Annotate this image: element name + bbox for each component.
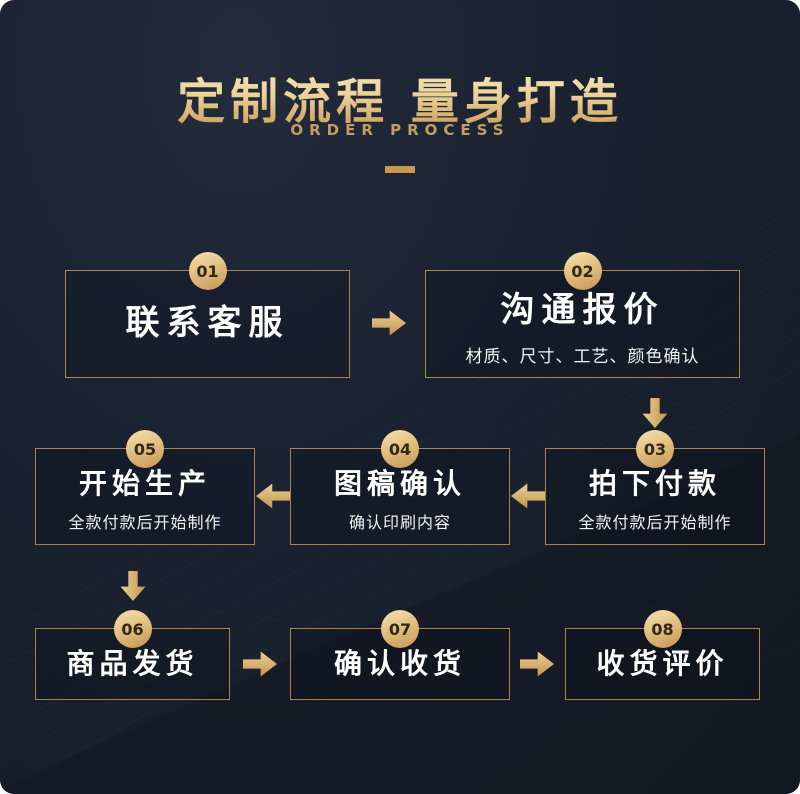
arrow-right-icon — [520, 651, 554, 677]
step-title: 沟通报价 — [500, 289, 665, 330]
arrow-right-icon — [372, 310, 406, 336]
step-card-05: 05 开始生产 全款付款后开始制作 — [35, 430, 255, 545]
step-card-03: 03 拍下付款 全款付款后开始制作 — [545, 430, 765, 545]
step-card-06: 06 商品发货 — [35, 610, 230, 700]
step-number-badge: 04 — [381, 430, 419, 468]
step-number-badge: 07 — [381, 610, 419, 648]
step-description: 材质、尺寸、工艺、颜色确认 — [465, 347, 700, 368]
step-description: 全款付款后开始制作 — [68, 513, 222, 533]
arrow-left-icon — [256, 483, 290, 509]
step-card-08: 08 收货评价 — [565, 610, 760, 700]
step-title: 收货评价 — [596, 646, 729, 680]
step-number-badge: 01 — [188, 252, 227, 290]
arrow-down-icon — [120, 571, 146, 601]
step-title: 拍下付款 — [588, 466, 721, 500]
step-number-badge: 06 — [113, 610, 152, 648]
step-title: 开始生产 — [78, 466, 211, 500]
step-card-01: 01 联系客服 — [65, 252, 350, 378]
step-number-badge: 05 — [126, 430, 164, 468]
step-description: 全款付款后开始制作 — [578, 513, 732, 533]
arrow-right-icon — [243, 651, 277, 677]
divider-dash — [385, 166, 415, 173]
page-title: 定制流程 量身打造 — [0, 62, 800, 132]
step-card-04: 04 图稿确认 确认印刷内容 — [290, 430, 510, 545]
step-number-badge: 02 — [563, 252, 602, 290]
step-number-badge: 08 — [643, 610, 682, 648]
step-title: 确认收货 — [333, 646, 466, 680]
page-subtitle: ORDER PROCESS — [290, 121, 510, 139]
step-description: 确认印刷内容 — [348, 513, 451, 533]
step-number-badge: 03 — [636, 430, 674, 468]
step-card-02: 02 沟通报价 材质、尺寸、工艺、颜色确认 — [425, 252, 740, 378]
step-title: 商品发货 — [66, 646, 199, 680]
step-card-07: 07 确认收货 — [290, 610, 510, 700]
step-title: 联系客服 — [125, 303, 290, 344]
step-title: 图稿确认 — [333, 466, 466, 500]
arrow-left-icon — [511, 483, 545, 509]
arrow-down-icon — [642, 398, 668, 428]
